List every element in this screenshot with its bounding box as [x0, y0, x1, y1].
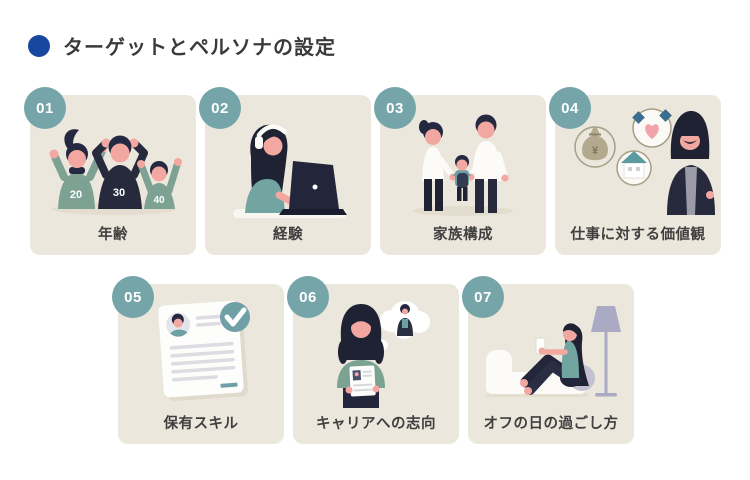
header: ターゲットとペルソナの設定 — [28, 31, 336, 60]
title-bullet-icon — [28, 34, 50, 57]
card-07-number-badge: 07 — [462, 276, 504, 318]
work-values-illustration-icon: ¥ — [574, 108, 715, 215]
age-20-text: 20 — [70, 189, 82, 201]
card-01-label: 年齢 — [98, 227, 128, 243]
resume-check-illustration-icon — [158, 300, 250, 402]
card-04-work-values: 04 ¥ — [549, 87, 721, 255]
card-03-family: 03 — [374, 87, 546, 255]
card-row-1: 01 20 — [24, 87, 721, 255]
card-07-day-off: 07 — [462, 276, 634, 444]
card-05-number-badge: 05 — [112, 276, 154, 318]
card-01-age: 01 20 — [24, 87, 196, 255]
woman-laptop-illustration-icon — [233, 124, 347, 218]
card-05-skills: 05 — [112, 276, 284, 444]
card-02-label: 経験 — [273, 227, 303, 243]
card-03-number-badge: 03 — [374, 87, 416, 129]
card-03-label: 家族構成 — [433, 227, 493, 243]
age-groups-illustration-icon: 20 30 40 — [49, 129, 182, 215]
yen-symbol-text: ¥ — [592, 145, 599, 157]
page-title: ターゲットとペルソナの設定 — [63, 37, 336, 59]
card-04-label: 仕事に対する価値観 — [570, 227, 706, 243]
card-02-experience: 02 経験 — [199, 87, 371, 255]
career-thought-illustration-icon — [337, 301, 430, 408]
card-04-number-badge: 04 — [549, 87, 591, 129]
card-05-label: 保有スキル — [163, 416, 239, 432]
age-40-text: 40 — [153, 195, 165, 206]
card-01-number-badge: 01 — [24, 87, 66, 129]
age-30-text: 30 — [113, 187, 125, 199]
card-07-label: オフの日の過ごし方 — [483, 416, 619, 432]
card-row-2: 05 — [112, 276, 634, 444]
card-06-number-badge: 06 — [287, 276, 329, 318]
family-illustration-icon — [413, 114, 513, 216]
card-02-number-badge: 02 — [199, 87, 241, 129]
relaxing-sofa-illustration-icon — [486, 306, 621, 397]
card-06-label: キャリアへの志向 — [316, 416, 436, 432]
card-06-career: 06 — [287, 276, 459, 444]
